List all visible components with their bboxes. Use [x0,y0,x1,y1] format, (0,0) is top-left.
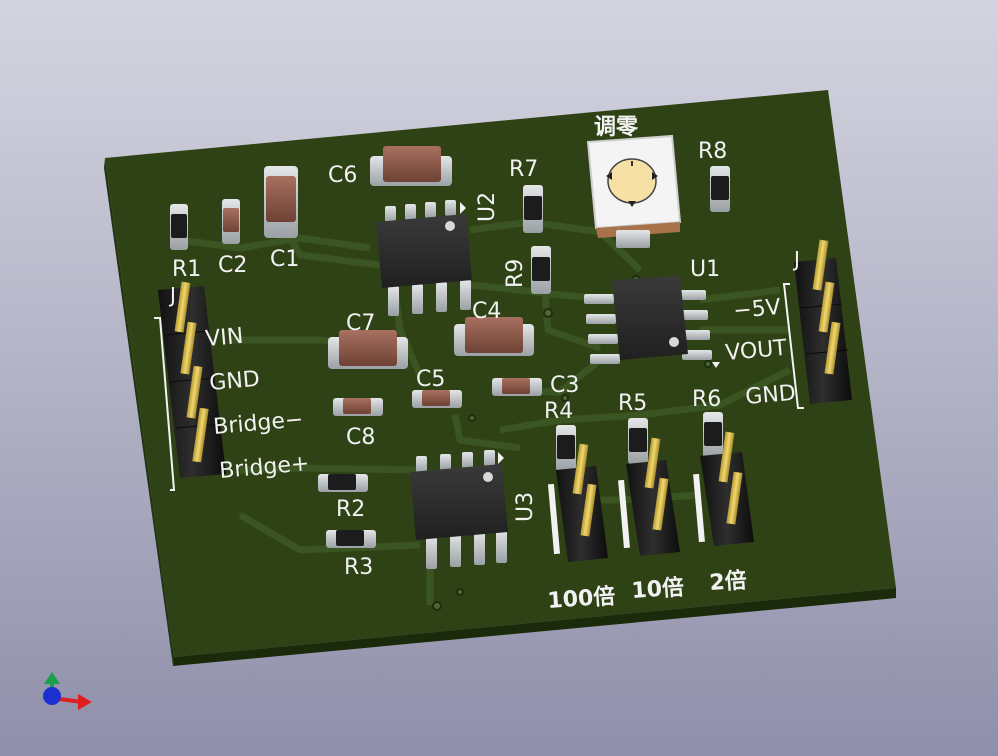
resistor-r5[interactable] [628,418,648,464]
label-j-left: J [168,283,176,307]
label-minus5v: −5V [732,295,781,324]
jumper-10x[interactable] [618,437,680,556]
label-gnd-right: GND [744,381,796,410]
resistor-r6[interactable] [703,412,723,458]
copper-traces [179,218,792,605]
ic-u1[interactable] [584,276,712,364]
resistor-r4[interactable] [556,425,576,471]
jumper-100x[interactable] [547,443,608,562]
label-c1: C1 [270,247,299,272]
ic-u3[interactable] [410,450,508,569]
label-u2: U2 [475,192,500,222]
resistor-r8[interactable] [710,166,730,212]
label-c8: C8 [346,425,375,450]
label-u1: U1 [690,257,720,282]
label-c2: C2 [218,253,247,278]
resistor-r7[interactable] [523,185,543,233]
axis-orientation-gizmo[interactable] [43,672,92,710]
capacitor-c7[interactable] [328,330,408,369]
label-gain-10: 10倍 [631,574,685,604]
jumper-2x[interactable] [693,431,754,546]
label-j-right: J [792,247,800,271]
label-gnd-left: GND [208,367,260,396]
capacitor-c8[interactable] [333,398,383,416]
label-gain-2: 2倍 [709,567,748,596]
label-r6: R6 [692,387,721,412]
label-r9: R9 [503,259,528,288]
resistor-r2[interactable] [318,474,368,492]
resistor-r1[interactable] [170,204,188,250]
resistor-r9[interactable] [531,246,551,294]
pin1-markers [460,202,720,464]
label-u3: U3 [513,492,538,522]
capacitor-c4[interactable] [454,317,534,356]
capacitor-c1[interactable] [264,166,298,238]
capacitor-c2[interactable] [222,199,240,244]
label-vin: VIN [204,324,244,352]
label-r3: R3 [344,555,373,580]
label-r1: R1 [172,257,201,282]
label-r2: R2 [336,497,365,522]
silkscreen-labels: R1 C2 C1 C6 R7 R8 调零 U2 R9 U1 C7 C4 C5 C… [168,115,800,614]
label-zero-adjust: 调零 [594,115,639,140]
label-vout: VOUT [724,336,788,366]
trimmer-potentiometer[interactable] [586,134,682,248]
label-r7: R7 [509,157,538,182]
label-c4: C4 [472,299,501,324]
label-c6: C6 [328,163,357,188]
capacitor-c5[interactable] [412,390,462,408]
ic-u2[interactable] [376,200,472,316]
label-r5: R5 [618,391,647,416]
label-r8: R8 [698,139,727,164]
label-c5: C5 [416,367,445,392]
label-c7: C7 [346,311,375,336]
capacitor-c3[interactable] [492,378,542,396]
label-gain-100: 100倍 [547,583,617,614]
header-right-connector[interactable] [782,239,852,409]
capacitor-c6[interactable] [370,146,452,186]
resistor-r3[interactable] [326,530,376,548]
label-r4: R4 [544,399,573,424]
header-left-connector[interactable] [154,281,226,491]
label-c3: C3 [550,373,579,398]
